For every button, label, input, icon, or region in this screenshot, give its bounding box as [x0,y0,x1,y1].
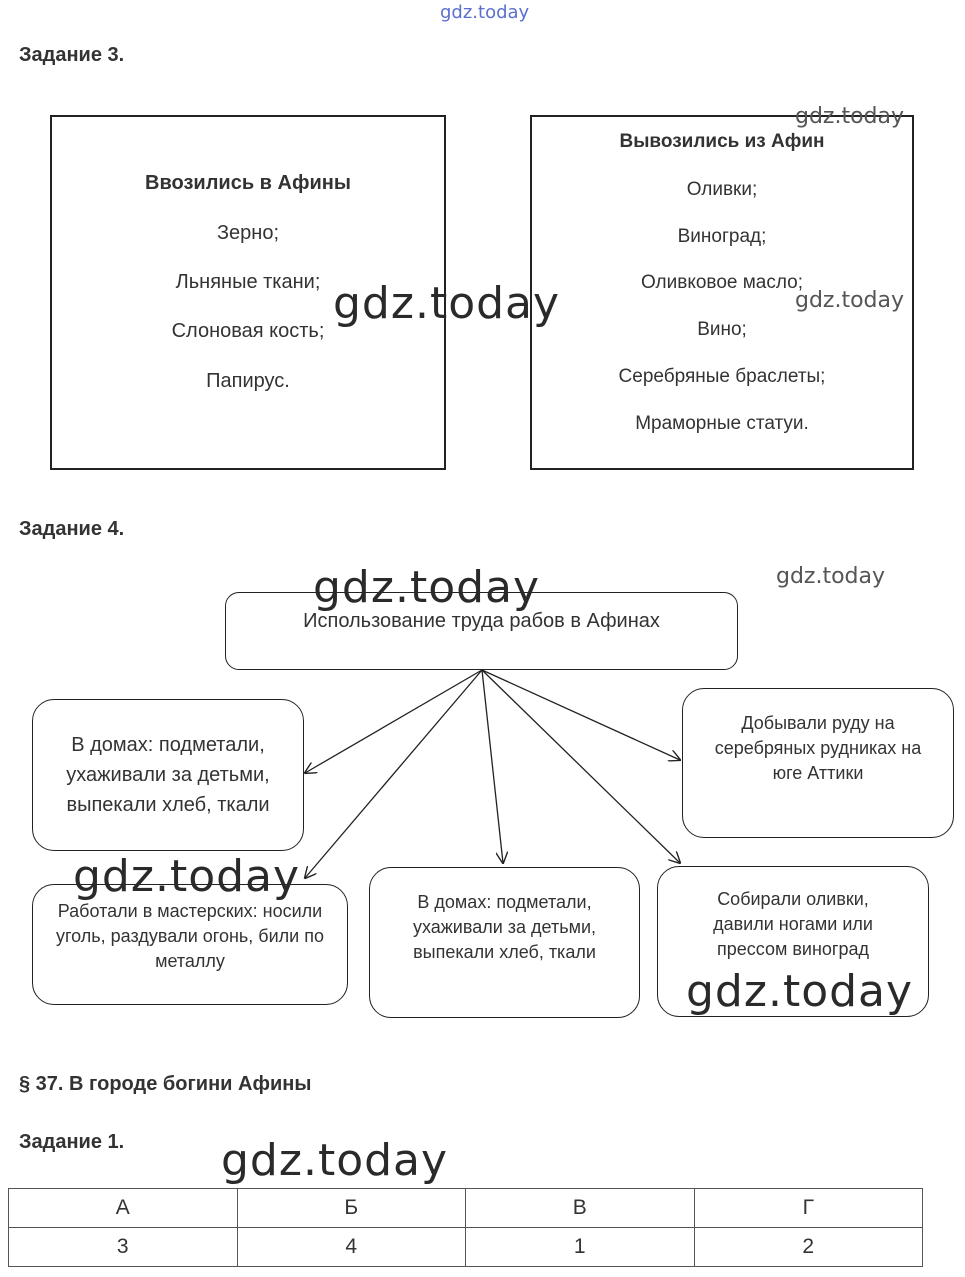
table-header-cell: В [465,1188,695,1228]
exported-title: Вывозились из Афин [619,131,825,152]
exported-item: Мраморные статуи. [635,413,809,434]
root-box: Использование труда рабов в Афинах [225,592,738,670]
leaf-bottom-right: Собирали оливки, давили ногами или пресс… [657,866,929,1017]
answer-table: А Б В Г 3 4 1 2 [8,1188,923,1267]
task3-heading: Задание 3. [19,44,125,66]
exported-item: Серебряные браслеты; [618,366,826,387]
table-cell: 3 [8,1227,238,1267]
exported-item: Оливковое масло; [640,272,804,293]
exported-item: Вино; [697,319,747,340]
exported-item: Оливки; [686,179,758,200]
imported-title: Ввозились в Афины [145,172,351,194]
leaf-label: Работали в мастерских: носили уголь, раз… [56,901,324,972]
leaf-label: В домах: подметали, ухаживали за детьми,… [66,734,270,816]
table-row: 3 4 1 2 [8,1227,923,1267]
section-heading: § 37. В городе богини Афины [19,1073,312,1095]
table-cell: 1 [465,1227,695,1267]
arrow [305,669,483,773]
task4-heading: Задание 4. [19,518,125,540]
arrow [481,669,680,863]
leaf-label: Добывали руду на серебряных рудниках на … [714,713,922,784]
table-header-cell: А [8,1188,238,1228]
imported-item: Льняные ткани; [175,271,321,293]
leaf-label: Собирали оливки, давили ногами или пресс… [713,889,873,960]
imported-item: Зерно; [216,222,280,244]
table-cell: 2 [693,1227,923,1267]
task1-heading: Задание 1. [19,1131,125,1153]
table-cell: 4 [236,1227,466,1267]
leaf-bottom-left: Работали в мастерских: носили уголь, раз… [32,884,348,1005]
leaf-top-right: Добывали руду на серебряных рудниках на … [682,688,954,838]
leaf-bottom-middle: В домах: подметали, ухаживали за детьми,… [369,867,640,1018]
root-label: Использование труда рабов в Афинах [303,610,660,632]
imported-item: Папирус. [206,370,290,392]
leaf-top-left: В домах: подметали, ухаживали за детьми,… [32,699,304,851]
exported-item: Виноград; [677,226,767,247]
arrow [305,669,483,878]
exported-box: Вывозились из Афин Оливки; Виноград; Оли… [530,115,914,470]
table-header-cell: Б [236,1188,466,1228]
table-header-cell: Г [693,1188,923,1228]
imported-box: Ввозились в Афины Зерно; Льняные ткани; … [50,115,446,470]
table-row: А Б В Г [8,1188,923,1228]
arrow [481,669,503,863]
leaf-label: В домах: подметали, ухаживали за детьми,… [412,892,597,963]
imported-item: Слоновая кость; [171,320,325,342]
arrow [481,669,680,760]
